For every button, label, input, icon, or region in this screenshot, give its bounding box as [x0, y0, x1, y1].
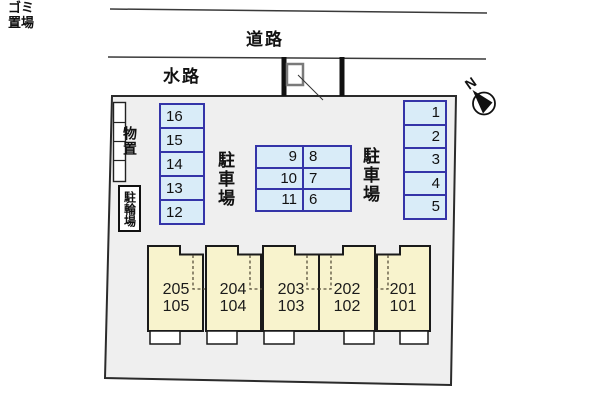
unit-entry-dashed-path-203	[306, 255, 318, 290]
unit-entry-dashed-path-201	[377, 255, 389, 290]
unit-label-201-101: 201 101	[373, 281, 433, 315]
parking-grid-center-left-column: 9 10 11	[255, 145, 304, 212]
parking-grid-center-right-column: 8 7 6	[302, 145, 352, 212]
parking-space-number: 5	[431, 198, 440, 216]
bicycle-parking-box: 駐輪場	[118, 185, 141, 232]
parking-space-12: 12	[159, 199, 205, 225]
unit-label-203-103: 203 103	[261, 281, 321, 315]
parking-space-number: 1	[431, 104, 440, 122]
parking-space-13: 13	[159, 175, 205, 201]
compass-north-letter: N	[462, 74, 479, 93]
unit-number-lower: 105	[162, 298, 190, 315]
bicycle-parking-label: 駐輪場	[122, 190, 137, 227]
parking-space-number: 12	[166, 203, 183, 221]
parking-space-number: 8	[309, 148, 318, 166]
parking-space-number: 16	[166, 107, 183, 125]
parking-space-number: 14	[166, 155, 183, 173]
unit-entry-dashed-path-205	[192, 255, 205, 290]
parking-space-4: 4	[403, 170, 447, 196]
unit-number-upper: 205	[162, 281, 190, 298]
gate-post-right	[339, 57, 345, 96]
parking-area-label-left: 駐車場	[215, 151, 234, 208]
parking-space-8: 8	[302, 145, 352, 169]
parking-space-16: 16	[159, 103, 205, 129]
parking-space-10: 10	[255, 166, 304, 190]
unit-number-lower: 103	[277, 298, 305, 315]
unit-label-204-104: 204 104	[203, 281, 263, 315]
unit-porch-203	[263, 330, 295, 345]
unit-porch-201	[399, 330, 429, 345]
parking-space-7: 7	[302, 166, 352, 190]
unit-label-202-102: 202 102	[317, 281, 377, 315]
parking-area-label-right: 駐車場	[360, 147, 379, 204]
unit-porch-202	[343, 330, 375, 345]
parking-space-number: 7	[309, 169, 318, 187]
gate-post-left	[281, 57, 287, 96]
building-unit-202-outline	[318, 245, 376, 332]
parking-space-3: 3	[403, 147, 447, 173]
unit-porch-205	[149, 330, 181, 345]
garbage-label-line2: 置場	[7, 15, 34, 30]
unit-porch-204	[206, 330, 238, 345]
waterway-label: 水路	[163, 67, 201, 86]
road-label: 道路	[246, 30, 284, 49]
unit-label-205-105: 205 105	[146, 281, 206, 315]
building-unit-204-outline	[205, 245, 262, 332]
parking-space-15: 15	[159, 127, 205, 153]
parking-space-6: 6	[302, 188, 352, 212]
garbage-leader-line	[297, 74, 324, 101]
north-arrow-icon	[472, 90, 493, 114]
parking-space-number: 15	[166, 131, 183, 149]
parking-space-number: 11	[281, 191, 297, 209]
parking-space-number: 9	[288, 148, 297, 166]
building-unit-205-outline	[147, 245, 204, 332]
parking-space-2: 2	[403, 123, 447, 149]
unit-number-upper: 202	[333, 281, 361, 298]
unit-number-lower: 104	[219, 298, 247, 315]
unit-entry-dashed-path-202	[319, 255, 332, 290]
garbage-station-box	[285, 62, 305, 87]
parking-space-number: 2	[431, 127, 440, 145]
unit-number-upper: 204	[219, 281, 247, 298]
parking-space-9: 9	[255, 145, 304, 169]
unit-entry-dashed-path-204	[249, 255, 262, 290]
storage-shed-label: 物置	[122, 126, 138, 156]
unit-number-upper: 203	[277, 281, 305, 298]
building-unit-201-outline	[376, 245, 431, 332]
parking-column-west: 16 15 14 13 12	[159, 103, 205, 225]
parking-space-1: 1	[403, 100, 447, 126]
parking-space-number: 4	[431, 174, 440, 192]
garbage-label-line1: ゴミ	[7, 0, 34, 15]
road-edge-top-line	[109, 8, 488, 14]
parking-column-east: 1 2 3 4 5	[403, 100, 447, 220]
parking-space-number: 6	[309, 191, 318, 209]
unit-number-upper: 201	[389, 281, 417, 298]
parking-space-5: 5	[403, 194, 447, 220]
parking-space-number: 13	[166, 179, 183, 197]
parking-space-14: 14	[159, 151, 205, 177]
unit-number-lower: 101	[389, 298, 417, 315]
parking-space-11: 11	[255, 188, 304, 212]
road-edge-bottom-line	[107, 56, 487, 60]
garbage-station-label: ゴミ 置場	[0, 0, 42, 30]
unit-number-lower: 102	[333, 298, 361, 315]
parking-space-number: 10	[280, 169, 297, 187]
parking-space-number: 3	[431, 151, 440, 169]
